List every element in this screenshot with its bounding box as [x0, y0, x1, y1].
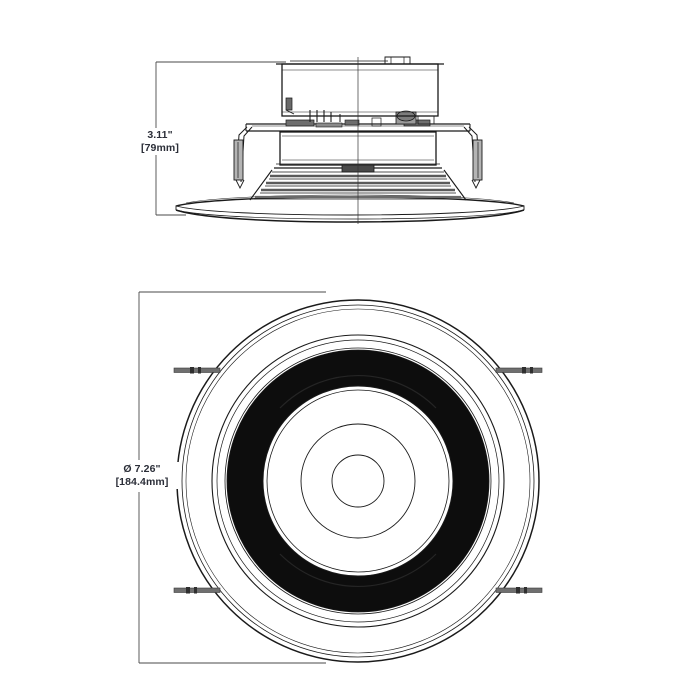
plate-hardware [285, 110, 435, 128]
height-dimension-imperial: 3.11" [147, 129, 173, 141]
side-elevation-view [155, 56, 525, 224]
reflector-circles [266, 389, 450, 573]
diameter-dimension-label: Ø 7.26" [184.4mm] [104, 462, 180, 489]
spring-clip-upper-left [173, 367, 221, 374]
diameter-dimension-imperial: Ø 7.26" [123, 463, 161, 475]
baffle-ring [226, 349, 490, 613]
trim-rings [211, 334, 505, 628]
diameter-dimension-metric: [184.4mm] [115, 475, 169, 488]
mounting-springs [233, 126, 483, 190]
junction-box [276, 56, 444, 117]
height-dimension-lines [155, 61, 286, 216]
height-dimension-label: 3.11" [79mm] [130, 128, 190, 155]
spring-clip-upper-right [495, 367, 543, 374]
bottom-plan-view [138, 291, 543, 664]
height-dimension-metric: [79mm] [141, 141, 179, 154]
plan-spring-clips [173, 367, 543, 594]
diameter-dimension-lines [138, 291, 326, 664]
spring-clip-lower-right [495, 587, 543, 594]
trim-flange-profile [175, 194, 525, 223]
spring-clip-lower-left [173, 587, 221, 594]
